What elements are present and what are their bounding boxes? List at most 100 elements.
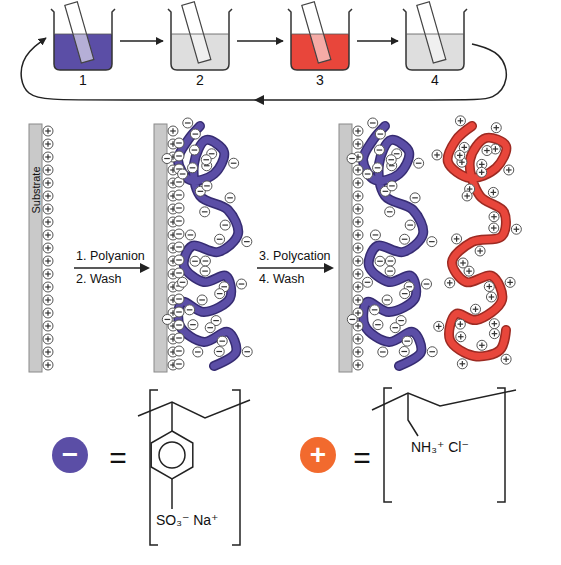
negative-charge [347, 154, 357, 164]
cycle-arrow [237, 40, 283, 42]
positive-charge [484, 282, 494, 292]
positive-charge [43, 217, 53, 227]
negative-charge [174, 190, 184, 200]
negative-charge [229, 158, 239, 168]
negative-charge [414, 158, 424, 168]
negative-charge [363, 169, 373, 179]
polymer-chain-outline [178, 126, 238, 366]
beaker: 4 [400, 4, 470, 88]
positive-charge [488, 187, 498, 197]
positive-charge [43, 269, 53, 279]
negative-charge [200, 266, 210, 276]
positive-charge [43, 282, 53, 292]
negative-charge [220, 220, 230, 230]
negative-charge [242, 237, 252, 247]
positive-charge [491, 123, 501, 133]
positive-charge [43, 165, 53, 175]
positive-charge [168, 126, 178, 136]
negative-charge [370, 230, 380, 240]
negative-charge [400, 234, 410, 244]
positive-charge [445, 278, 455, 288]
positive-charge [353, 178, 363, 188]
positive-charge [353, 295, 363, 305]
negative-charge [374, 145, 384, 155]
negative-charge [174, 307, 184, 317]
chemical-group: NH₃⁺ Cl⁻ [411, 440, 469, 455]
positive-charge [353, 256, 363, 266]
negative-charge [174, 203, 184, 213]
positive-charge [505, 277, 515, 287]
negative-charge [174, 333, 184, 343]
negative-charge [190, 256, 200, 266]
positive-charge [452, 234, 462, 244]
positive-charge [511, 224, 521, 234]
process-arrow-head [324, 263, 334, 273]
negative-charge [162, 314, 172, 324]
positive-charge [353, 334, 363, 344]
positive-charge [43, 230, 53, 240]
positive-charge [464, 266, 474, 276]
negative-charge [185, 230, 195, 240]
process-arrow-head [140, 263, 150, 273]
negative-charge [205, 323, 215, 333]
positive-charge [477, 340, 487, 350]
negative-charge [201, 155, 211, 165]
polymer-chain [448, 126, 507, 356]
negative-charge [375, 129, 385, 139]
substrate [29, 124, 42, 372]
positive-charge [489, 329, 499, 339]
positive-charge [455, 150, 465, 160]
negative-charge [402, 336, 412, 346]
beaker: 1 [48, 4, 118, 88]
positive-charge [486, 292, 496, 302]
positive-charge [43, 126, 53, 136]
step-number: 4 [400, 72, 470, 88]
positive-charge [43, 178, 53, 188]
step-label: 1. Polyanion [76, 250, 145, 264]
negative-charge [427, 347, 437, 357]
process-arrow [257, 267, 330, 269]
negative-charge [405, 220, 415, 230]
substrate-label: Substrate [29, 166, 41, 213]
positive-charge [353, 243, 363, 253]
negative-charge [174, 229, 184, 239]
negative-charge [174, 294, 184, 304]
positive-charge [43, 191, 53, 201]
negative-charge [370, 305, 380, 315]
negative-charge [386, 155, 396, 165]
negative-charge [373, 320, 383, 330]
negative-charge [422, 279, 432, 289]
negative-charge [193, 347, 203, 357]
negative-charge [375, 256, 385, 266]
step-label: 4. Wash [259, 273, 304, 287]
negative-charge [200, 207, 210, 217]
negative-charge [174, 268, 184, 278]
polymer-chain-outline [448, 126, 507, 356]
negative-charge [373, 163, 383, 173]
positive-charge [43, 321, 53, 331]
step-label: 3. Polycation [259, 250, 331, 264]
negative-charge [174, 216, 184, 226]
negative-charge [387, 181, 397, 191]
process-arrow [74, 267, 146, 269]
negative-charge [368, 118, 378, 128]
negative-charge [378, 347, 388, 357]
positive-charge [353, 269, 363, 279]
negative-charge [174, 359, 184, 369]
polymer-chain [178, 126, 238, 366]
positive-charge [353, 230, 363, 240]
positive-charge [455, 319, 465, 329]
negative-charge [385, 207, 395, 217]
negative-charge [202, 181, 212, 191]
negative-charge [399, 346, 409, 356]
charge-sign: − [62, 441, 78, 469]
cycle-arrow [357, 40, 398, 42]
negative-charge [162, 154, 172, 164]
positive-charge [489, 212, 499, 222]
negative-charge [400, 289, 410, 299]
positive-charge [43, 139, 53, 149]
negative-charge [190, 129, 200, 139]
negative-charge [347, 314, 357, 324]
chemical-group: SO₃⁻ Na⁺ [156, 513, 219, 528]
positive-charge [482, 146, 492, 156]
